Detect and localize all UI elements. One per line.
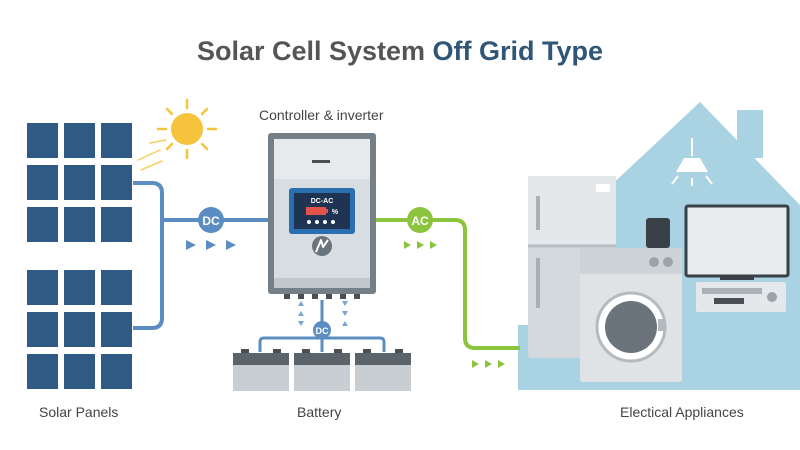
arrow-right-icon [404,241,505,368]
battery-label: Battery [297,404,342,420]
stereo [696,282,786,312]
dc-badge-battery-text: DC [316,326,329,336]
solar-panels [27,123,132,389]
battery-bank [233,349,411,391]
flow-arrows-battery [298,301,348,326]
page-title: Solar Cell System Off Grid Type [0,36,800,67]
washing-machine [580,218,682,382]
ceiling-lamp-icon [671,138,713,186]
arrow-right-icon [186,240,236,250]
sun-icon [137,98,218,171]
dc-badge-battery: DC [313,321,331,339]
display-mode-text: DC-AC [311,198,334,205]
ac-badge-text: AC [411,214,429,228]
display-percent-text: % [332,209,339,216]
dc-badge-left-text: DC [202,214,220,228]
television [684,204,790,280]
ac-wire [375,218,520,350]
battery-icon [306,207,328,215]
solar-panel-group-bottom [27,270,132,389]
battery-unit [294,349,350,391]
dc-wire [133,181,270,330]
title-accent: Off Grid Type [432,36,604,66]
appliances-label: Electical Appliances [620,404,744,420]
battery-unit [233,349,289,391]
title-main: Solar Cell System [196,36,433,66]
controller-label: Controller & inverter [259,107,384,123]
lightning-logo-icon [312,236,332,256]
dc-badge-left: DC [198,207,224,233]
solar-panels-label: Solar Panels [39,404,119,420]
solar-panel-group-top [27,123,132,242]
controller-inverter: DC-AC % [268,133,376,299]
ac-badge: AC [407,207,433,233]
battery-unit [355,349,411,391]
